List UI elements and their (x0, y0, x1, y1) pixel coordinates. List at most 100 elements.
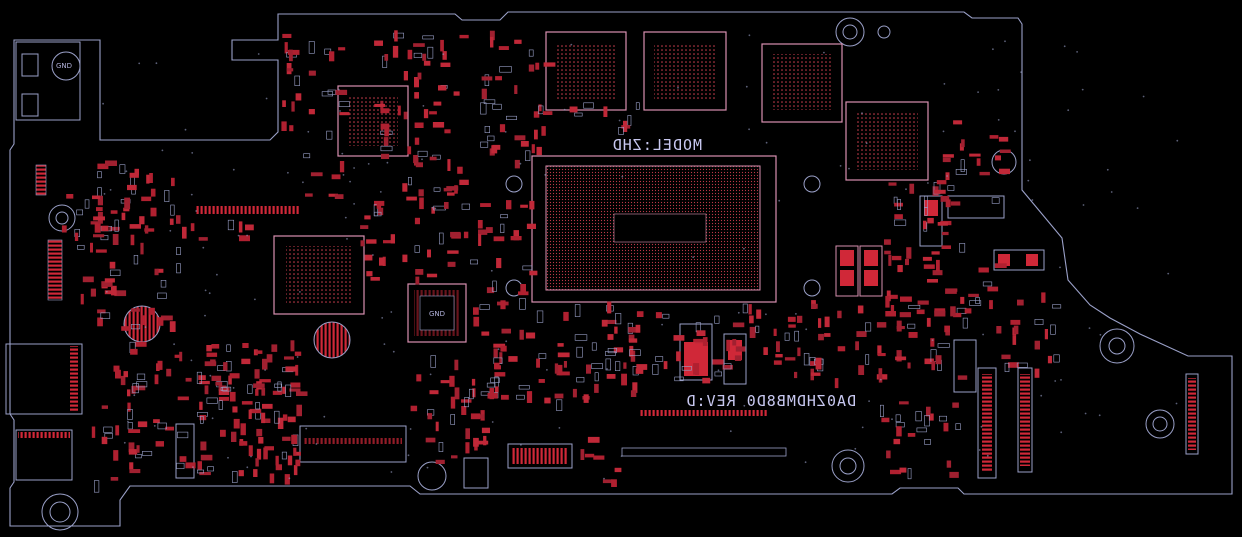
via (927, 182, 929, 184)
smd-part (393, 32, 405, 39)
smd-part (955, 423, 961, 431)
smd-part (897, 265, 903, 273)
smd-part (169, 321, 176, 332)
smd-part (454, 387, 460, 400)
smd-part (266, 354, 273, 363)
smd-part (886, 450, 891, 459)
via (520, 444, 522, 446)
smd-part (533, 111, 540, 118)
smd-part (272, 390, 283, 395)
smd-part (128, 442, 135, 453)
smd-part (749, 326, 756, 338)
smd-part (584, 453, 595, 458)
smd-part (924, 207, 928, 216)
via (254, 298, 256, 301)
via (861, 112, 863, 115)
smd-part (134, 168, 139, 176)
smd-part (124, 197, 131, 210)
smd-part (824, 333, 831, 337)
smd-part (211, 375, 222, 381)
smd-part (261, 387, 266, 396)
smd-part (888, 254, 892, 266)
smd-part (906, 247, 912, 259)
smd-part (335, 89, 348, 95)
smd-part (381, 153, 390, 159)
smd-part (308, 70, 316, 76)
smd-part (127, 402, 131, 412)
smd-part (554, 363, 559, 374)
smd-part (891, 255, 902, 261)
smd-part (960, 296, 965, 304)
smd-part (442, 51, 447, 60)
smd-part (406, 196, 417, 201)
smd-part (613, 347, 624, 353)
gpu-chip (273, 235, 365, 315)
via (748, 128, 750, 131)
smd-part (474, 444, 478, 451)
smd-part (308, 41, 315, 54)
via (246, 466, 249, 469)
smd-part (917, 300, 929, 305)
connector-icon (507, 443, 573, 469)
smd-part (157, 292, 167, 299)
inductor-pad-2 (313, 321, 351, 359)
smd-part (200, 416, 204, 424)
smd-part (519, 329, 524, 340)
smd-part (417, 72, 422, 80)
smd-part (127, 408, 133, 420)
smd-part (142, 451, 153, 456)
smd-part (454, 359, 459, 371)
smd-part (941, 231, 949, 236)
smd-part (92, 195, 100, 200)
smd-part (264, 446, 274, 451)
pch-chip (337, 85, 409, 157)
smd-part (407, 146, 412, 155)
smd-part (262, 403, 273, 409)
smd-part (157, 268, 164, 273)
smd-part (1001, 354, 1011, 360)
smd-part (586, 364, 591, 374)
smd-part (390, 234, 395, 244)
smd-part (787, 316, 796, 322)
battery-connector (15, 41, 81, 121)
smd-part (574, 112, 583, 117)
smd-part (473, 307, 479, 315)
smd-part (228, 375, 232, 385)
smd-part (137, 421, 148, 428)
via (209, 374, 212, 377)
smd-part (994, 263, 1007, 268)
smd-part (894, 219, 907, 226)
smd-part (531, 144, 535, 154)
via (190, 193, 193, 196)
smd-part (621, 373, 627, 386)
via (621, 175, 624, 178)
smd-part (91, 426, 96, 438)
smd-part (242, 343, 249, 348)
smd-part (185, 377, 192, 382)
smd-part (165, 426, 174, 431)
smd-part (999, 168, 1010, 175)
smd-part (574, 304, 581, 317)
smd-part (514, 39, 522, 44)
smd-part (76, 209, 83, 216)
smd-part (321, 91, 334, 97)
via (287, 171, 289, 174)
smd-part (614, 467, 622, 473)
smd-part (229, 391, 236, 402)
via (138, 62, 141, 65)
smd-part (136, 381, 148, 388)
smd-part (953, 312, 962, 318)
smd-part (394, 30, 398, 42)
smd-part (114, 219, 119, 232)
smd-part (450, 231, 461, 238)
smd-part (726, 339, 730, 352)
smd-part (556, 364, 563, 376)
via (409, 428, 412, 430)
smd-part (714, 371, 723, 377)
via (383, 343, 386, 345)
via (211, 417, 214, 420)
smd-part (635, 102, 640, 110)
via (353, 167, 355, 169)
smd-part (247, 384, 253, 394)
smd-part (776, 341, 780, 353)
